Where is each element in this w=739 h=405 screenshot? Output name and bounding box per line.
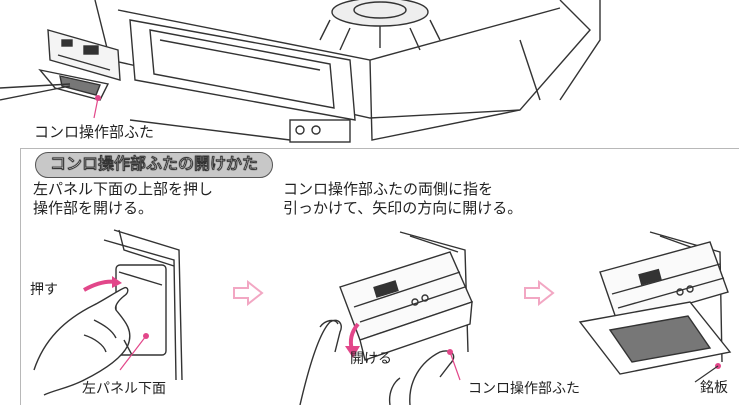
cooktop-illustration <box>0 0 601 143</box>
cover-label: コンロ操作部ふた <box>468 381 580 397</box>
section-title: コンロ操作部ふたの開けかた <box>35 152 274 178</box>
open-label: 開ける <box>350 351 392 367</box>
nameplate-label: 銘板 <box>700 380 728 396</box>
next-arrow-icon <box>233 280 264 306</box>
push-label: 押す <box>30 282 58 298</box>
step2-line1: コンロ操作部ふたの両側に指を <box>283 180 494 198</box>
left-panel-face-label: 左パネル下面 <box>82 381 166 397</box>
step2-line2: 引っかけて、矢印の方向に開ける。 <box>283 199 523 217</box>
step2-text: コンロ操作部ふたの両側に指を 引っかけて、矢印の方向に開ける。 <box>283 180 522 218</box>
step1-text: 左パネル下面の上部を押し 操作部を開ける。 <box>33 180 213 218</box>
step3-illustration <box>578 231 732 383</box>
next-arrow-icon-2 <box>524 280 555 306</box>
instructions-panel <box>20 148 739 405</box>
step1-line2: 操作部を開ける。 <box>33 199 154 217</box>
step2-illustration <box>299 231 473 405</box>
step1-illustration <box>33 229 183 396</box>
step1-line1: 左パネル下面の上部を押し <box>33 180 214 198</box>
control-panel-cover-label: コンロ操作部ふた <box>34 123 155 141</box>
